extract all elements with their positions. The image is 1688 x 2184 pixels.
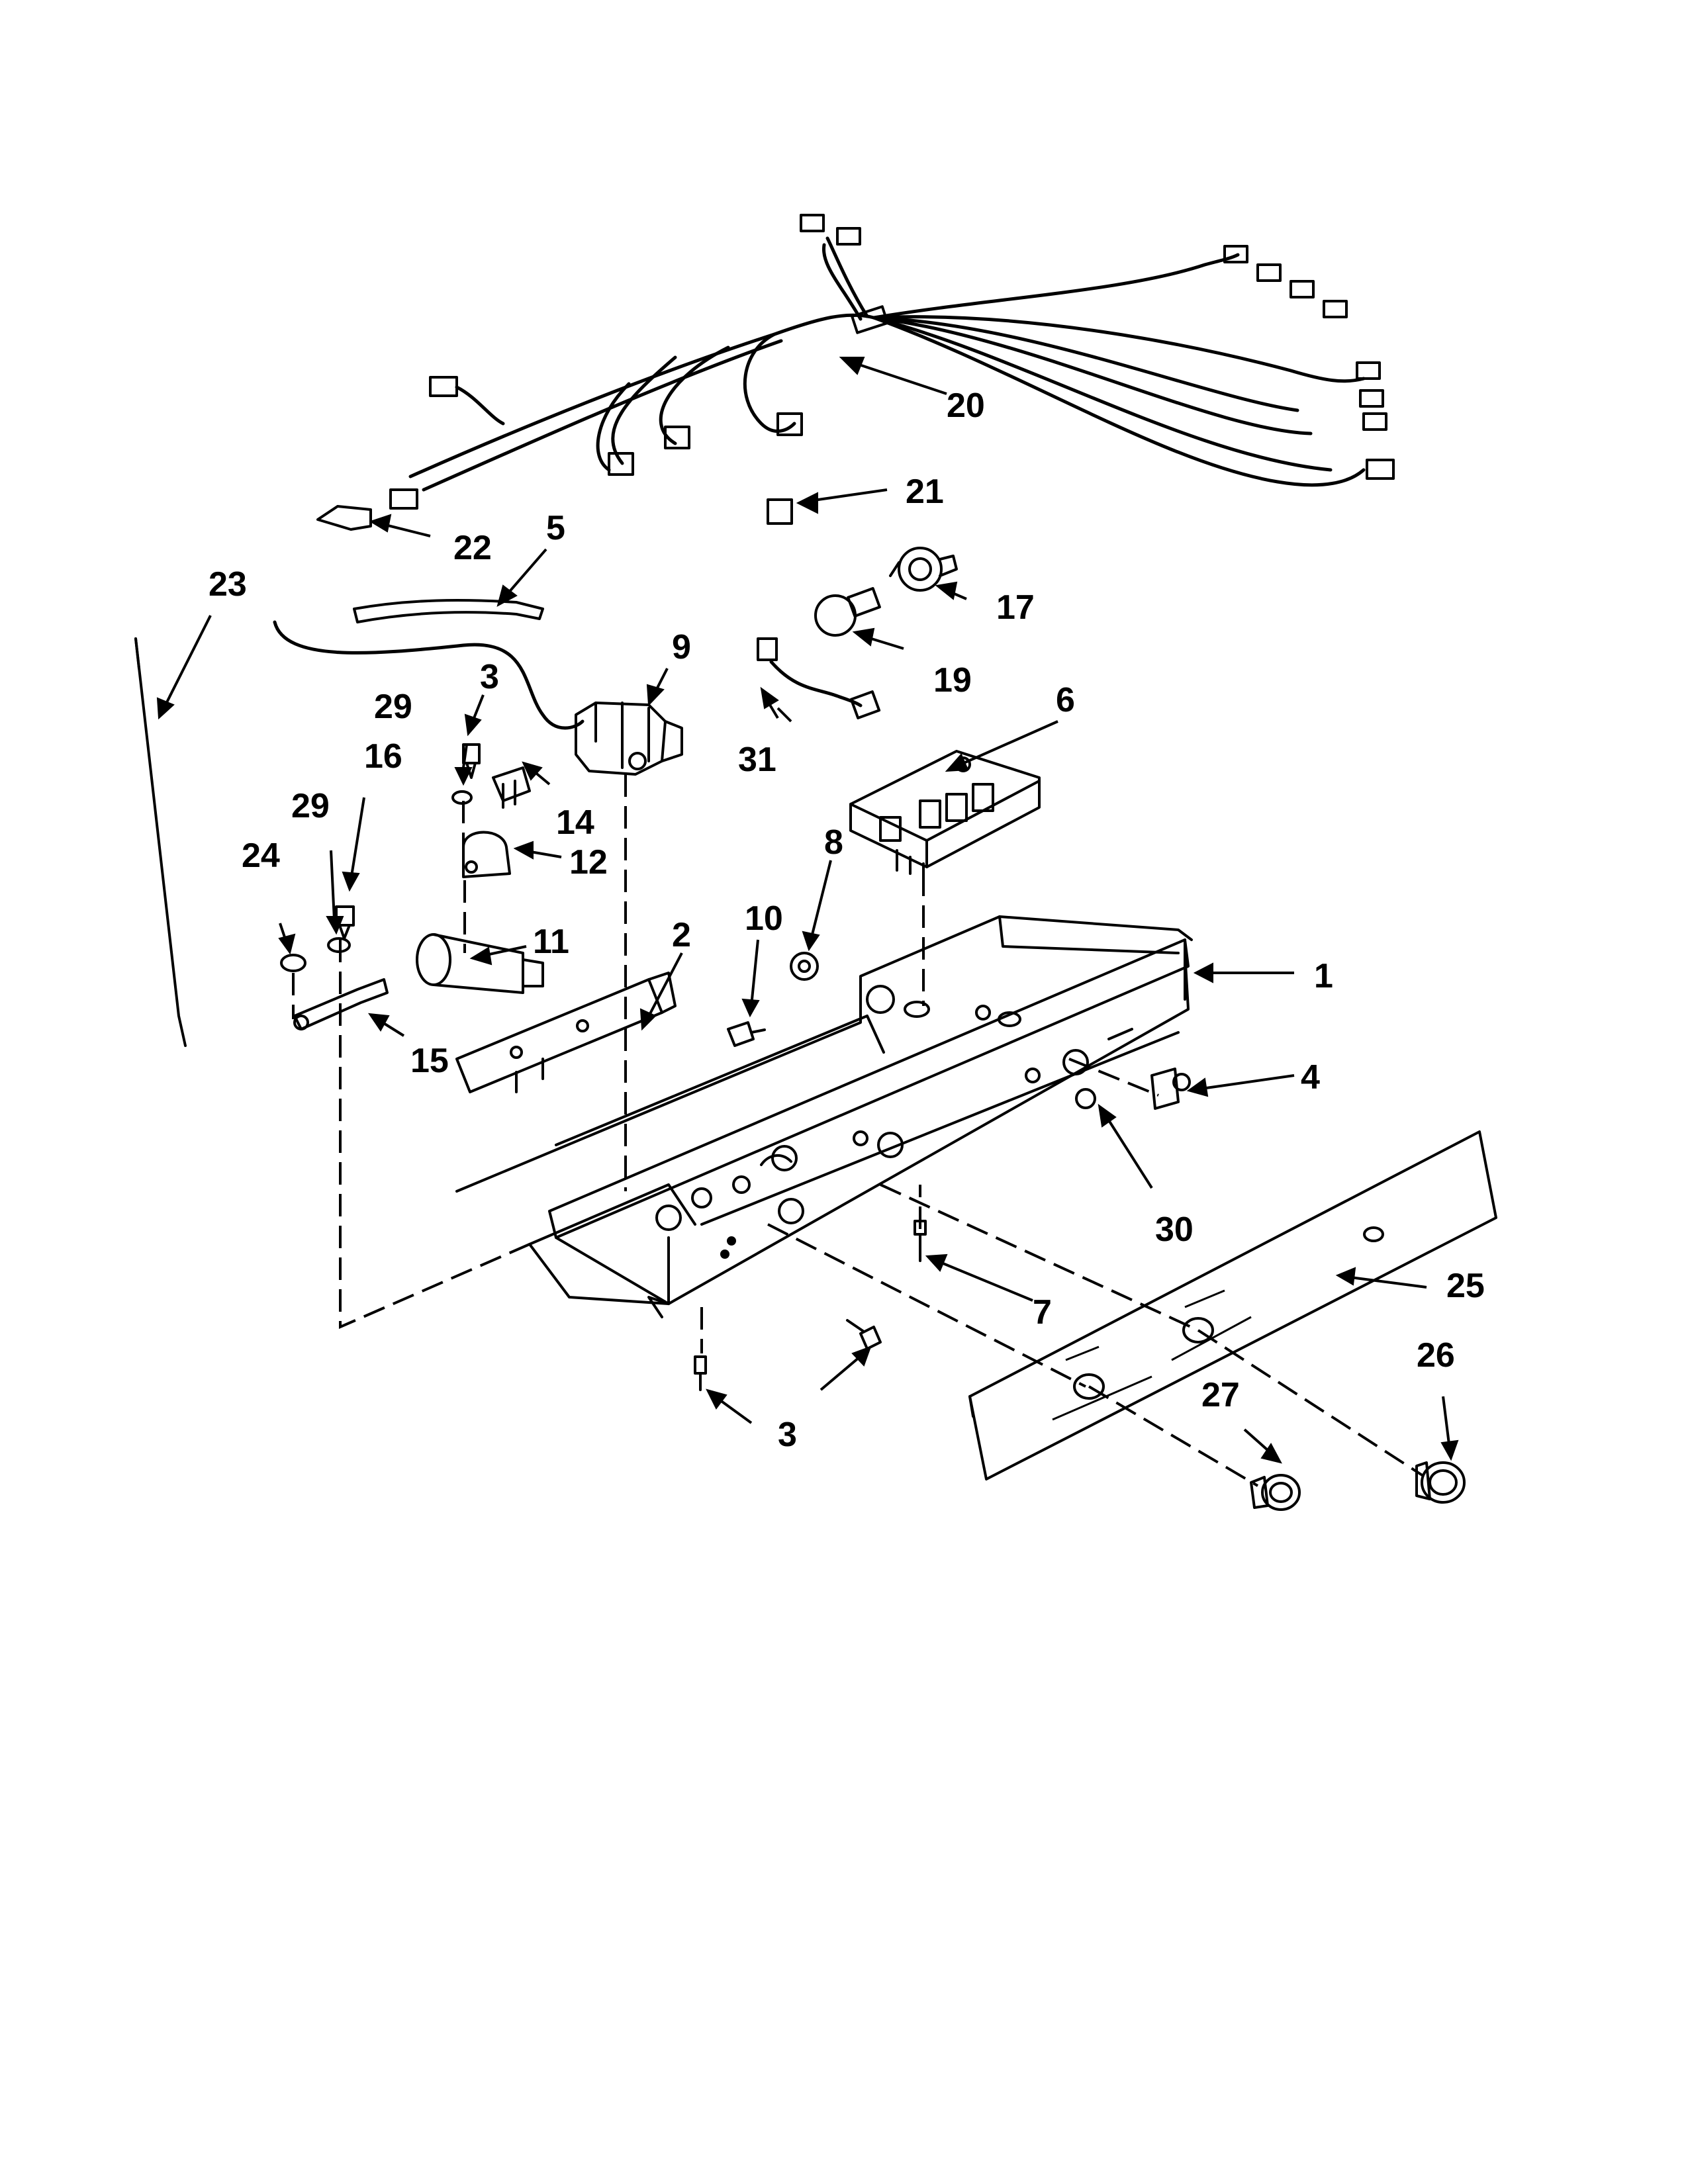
control-knob-small (1250, 1474, 1301, 1511)
thermostat-capillary-wire (273, 620, 585, 730)
jumper-wire (757, 637, 881, 719)
control-board (849, 750, 1041, 878)
lower-screws (694, 1319, 882, 1391)
callout-29-lower: 29 (291, 787, 330, 825)
mounting-clamp (462, 831, 511, 878)
washer (280, 954, 306, 972)
callout-3-upper: 3 (480, 658, 499, 696)
callout-21: 21 (906, 473, 944, 511)
callout-3-lower: 3 (778, 1416, 797, 1454)
grommet (790, 952, 819, 981)
callout-10: 10 (745, 899, 783, 938)
callout-24: 24 (242, 837, 280, 875)
callout-20: 20 (947, 387, 985, 425)
wire-sleeve (353, 599, 544, 623)
callout-25: 25 (1446, 1267, 1485, 1305)
terminal-block (492, 766, 531, 809)
callout-2: 2 (672, 916, 691, 954)
callout-19: 19 (933, 661, 972, 700)
mounting-bracket (455, 972, 677, 1093)
switch-button (1075, 1088, 1096, 1109)
control-rod (134, 637, 187, 1047)
wiring-harness (389, 214, 1395, 510)
door-switch (1150, 1068, 1191, 1110)
control-housing (455, 915, 1193, 1318)
callout-4: 4 (1301, 1058, 1320, 1097)
callout-23: 23 (209, 565, 247, 604)
callout-11: 11 (533, 923, 569, 961)
temperature-control (416, 933, 544, 994)
callout-7: 7 (1033, 1293, 1052, 1332)
callout-1: 1 (1314, 957, 1333, 995)
callout-labels: 1 2 3 3 4 5 6 7 8 9 10 11 12 14 15 16 17… (209, 387, 1485, 1454)
callout-9: 9 (672, 628, 691, 666)
callout-30: 30 (1155, 1210, 1194, 1249)
wire-clip (316, 505, 372, 531)
callout-31: 31 (738, 741, 776, 779)
assembly-alignment-lines (292, 774, 1425, 1487)
thermostat-switch (575, 702, 683, 776)
connector-block (767, 498, 793, 525)
lever-arm (293, 978, 389, 1030)
small-screw (727, 1021, 766, 1047)
callout-15: 15 (410, 1042, 449, 1080)
lamp-socket (889, 547, 958, 592)
light-bulb (814, 587, 881, 637)
callout-27: 27 (1201, 1376, 1240, 1414)
callout-14: 14 (556, 803, 594, 842)
callout-17: 17 (996, 588, 1035, 627)
callout-29-upper: 29 (374, 688, 412, 726)
control-knob-large (1415, 1461, 1466, 1504)
leader-lines (156, 357, 1459, 1464)
callout-16: 16 (364, 737, 402, 776)
callout-22: 22 (453, 529, 492, 567)
callout-5: 5 (546, 509, 565, 547)
callout-8: 8 (824, 823, 843, 862)
callout-6: 6 (1056, 681, 1075, 719)
control-panel-strip (968, 1130, 1497, 1480)
callout-12: 12 (569, 843, 608, 882)
callout-26: 26 (1417, 1336, 1455, 1375)
